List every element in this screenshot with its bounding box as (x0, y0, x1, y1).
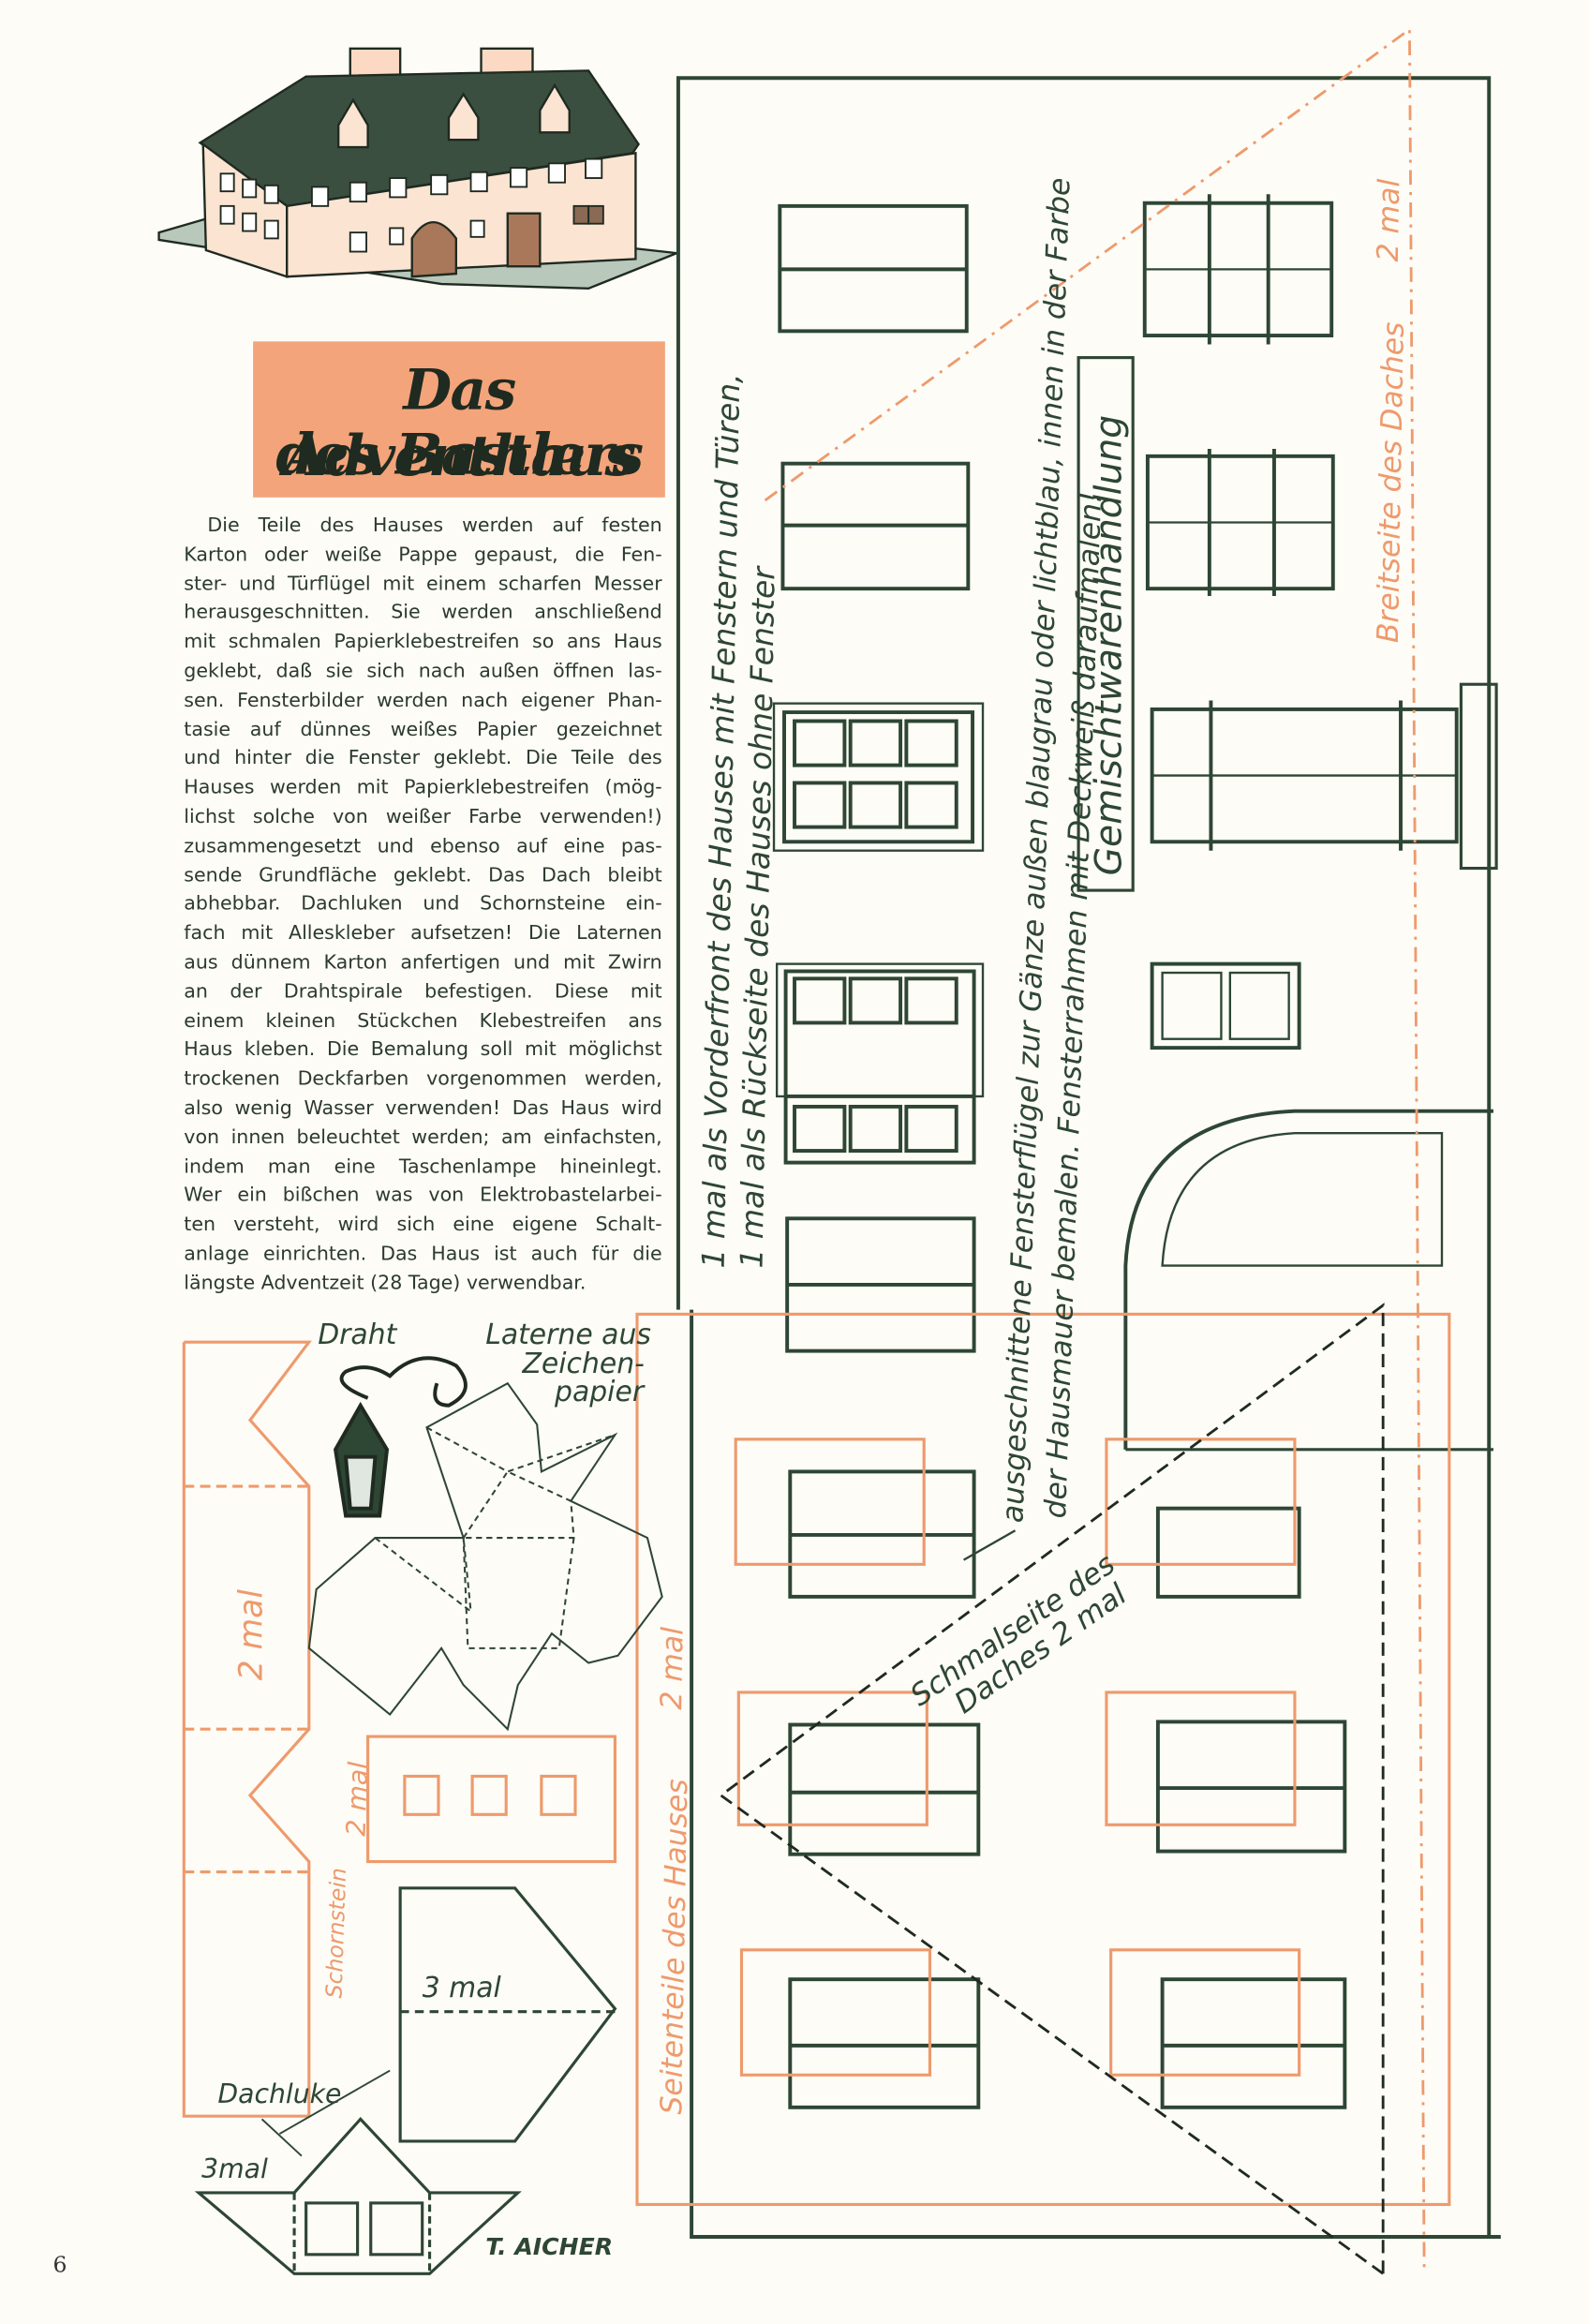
front-panel-bottom (690, 1309, 1501, 2239)
instructions-line: ster- und Türflügel mit einem scharfen M… (184, 573, 662, 596)
front-panel (676, 76, 1501, 2239)
instructions-line: trockenen Deckfarben vorgenommen werden, (184, 1068, 662, 1091)
dormer-count: 3mal (201, 2153, 268, 2184)
dormer-roof-count: 3 mal (423, 1972, 502, 2004)
instructions-line: Hauses werden mit Papierklebestreifen (m… (184, 777, 662, 799)
instructions-line: und hinter die Fenster geklebt. Die Teil… (184, 748, 662, 770)
arched-gate-panel (1161, 1132, 1444, 1267)
pointer-line (963, 1529, 1017, 1561)
side-panel (635, 1312, 1451, 2207)
instructions-line: zusammengesetzt und ebenso auf eine pas- (184, 835, 662, 858)
instructions-line: also wenig Wasser verwenden! Das Haus wi… (184, 1097, 662, 1120)
house-illustration (157, 47, 677, 290)
chimney-count-big: 2 mal (233, 1589, 271, 1681)
instructions-line: sende Grundfläche geklebt. Das Dach blei… (184, 864, 662, 887)
lower-windows (788, 1469, 1347, 2109)
instructions-line: längste Adventzeit (28 Tage) verwendbar. (184, 1272, 587, 1295)
instructions-line: herausgeschnitten. Sie werden anschließe… (184, 602, 662, 625)
instructions-line: geklebt, daß sie sich nach außen öffnen … (184, 661, 662, 683)
arched-door (410, 221, 458, 278)
lantern-label-3: papier (554, 1376, 646, 1408)
roof-long-count: 2 mal (1372, 178, 1407, 261)
instructions-line: einem kleinen Stückchen Klebestreifen an… (184, 1010, 662, 1033)
lantern-illustration (334, 1356, 468, 1518)
instructions-line: von innen beleuchtet werden; am einfachs… (184, 1126, 662, 1150)
instructions-line: Haus kleben. Die Bemalung soll mit mögli… (184, 1039, 662, 1062)
instructions-line: Karton oder weiße Pappe gepaust, die Fen… (184, 544, 662, 567)
lantern-label-2: Zeichen- (521, 1348, 644, 1380)
page-title-line-2: des Bastlers (275, 421, 644, 487)
shop-door (506, 212, 542, 268)
side-walls-label: Seitenteile des Hauses (655, 1779, 694, 2115)
right-windows (1142, 194, 1459, 1050)
instructions-line: sen. Fensterbilder werden nach eigener P… (184, 690, 662, 712)
instructions-line: an der Drahtspirale befestigen. Diese mi… (184, 981, 662, 1004)
instructions-line: lichst solche von weißer Farbe verwenden… (184, 806, 662, 829)
shop-sign-frame (1077, 356, 1135, 892)
side-walls-count: 2 mal (655, 1627, 691, 1710)
instructions-line: ten versteht, wird sich eine eigene Scha… (184, 1214, 662, 1237)
bay-projection (1459, 682, 1498, 871)
roof-short-outline (719, 1303, 1385, 2275)
wire-label: Draht (318, 1318, 397, 1351)
instructions-line: tasie auf dünnes weißes Papier gezeichne… (184, 719, 662, 741)
roof-long-label: Breitseite des Daches (1372, 321, 1411, 643)
house-windows (219, 157, 604, 253)
roof-long-outline (764, 26, 1426, 2274)
page-title-line-1: Das Adventhaus (283, 356, 636, 489)
shop-sign: Gemischtwarenhandlung (1089, 415, 1131, 876)
lantern-net (307, 1381, 663, 1732)
lantern-label-1: Laterne aus (485, 1318, 651, 1351)
chimney-count: 2 mal (340, 1761, 374, 1837)
title-box: Das Adventhaus des Bastlers (253, 341, 665, 498)
instructions-line: indem man eine Taschenlampe hineinlegt. (184, 1155, 662, 1179)
instructions-line: aus dünnem Karton anfertigen und mit Zwi… (184, 951, 662, 975)
dormer-label: Dachluke (217, 2078, 341, 2109)
instructions-line: mit schmalen Papierklebestreifen so ans … (184, 631, 662, 654)
chimney-net (182, 1340, 616, 2118)
artist-signature: T. AICHER (485, 2233, 613, 2260)
arched-gate (1123, 1109, 1493, 1450)
instructions-line: Wer ein bißchen was von Elektrobastelarb… (184, 1184, 662, 1208)
dormer-roof-piece (278, 1886, 617, 2143)
front-panel-outline (676, 76, 1492, 2238)
instructions-line: fach mit Alleskleber aufsetzen! Die Late… (184, 922, 662, 946)
dormer-front-piece (194, 2117, 522, 2275)
left-windows (772, 203, 985, 1353)
dormers (337, 82, 571, 149)
page-number: 6 (52, 2251, 67, 2278)
instructions-line: abhebbar. Dachluken und Schornsteine ein… (184, 893, 662, 916)
chimney-label: Schornstein (320, 1868, 351, 1999)
instructions-line: anlage einrichten. Das Haus ist auch für… (184, 1243, 662, 1266)
instructions-line: Die Teile des Hauses werden auf festen (207, 514, 662, 538)
